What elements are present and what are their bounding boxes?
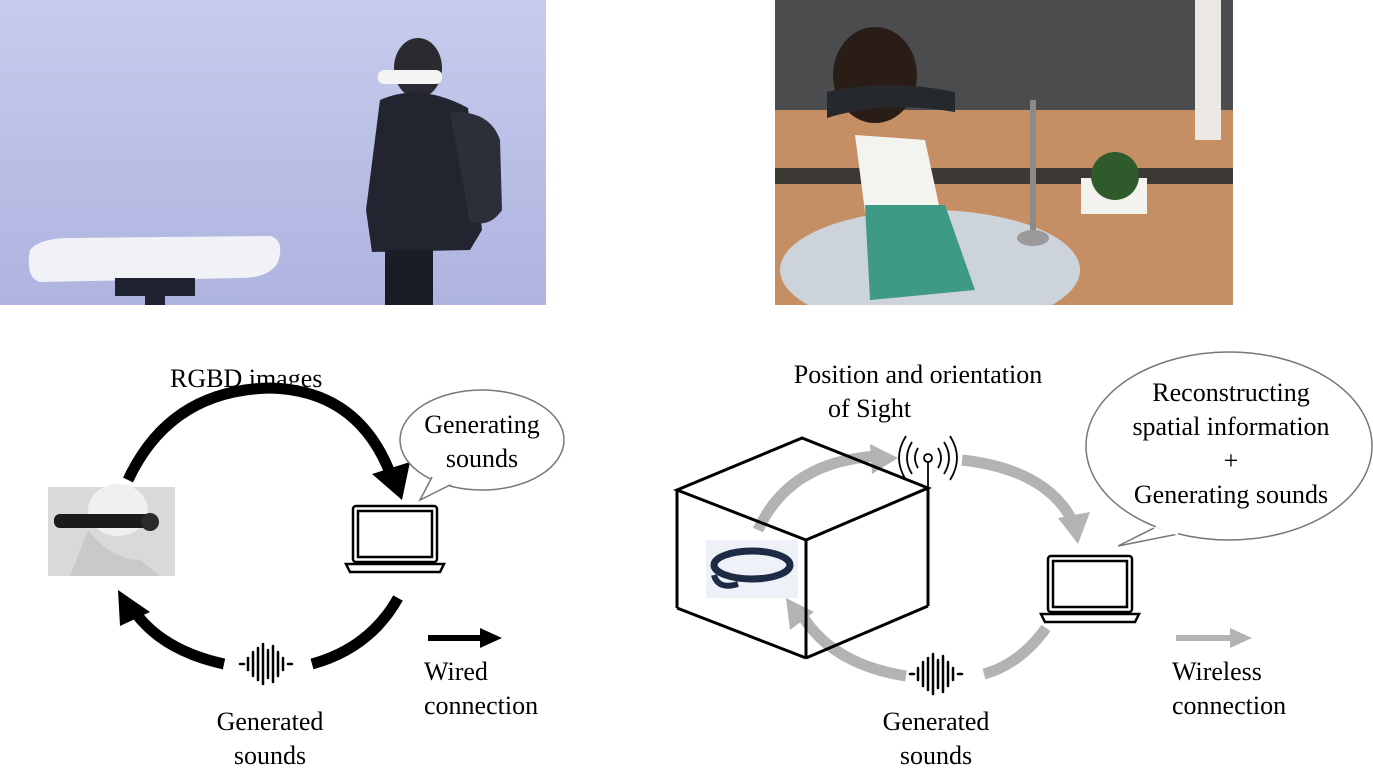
bubble-left-line2: sounds (445, 444, 519, 473)
wireless-arrowhead-top (1058, 512, 1090, 544)
wired-line2: connection (424, 691, 539, 720)
sound-arrowhead-left (118, 590, 150, 626)
wireless-line1: Wireless (1172, 657, 1262, 686)
wired-connection-label: Wired connection (424, 655, 538, 723)
laptop-icon-right (1038, 554, 1142, 624)
generated-sounds-right-line1: Generated (882, 707, 990, 736)
sound-arc-right-2 (982, 624, 1051, 680)
bubble-right-text: Reconstructing spatial information + Gen… (1090, 376, 1372, 512)
neck-device-icon (706, 540, 798, 598)
table-top (28, 236, 281, 282)
pillar (1195, 0, 1221, 140)
wireless-connection-label: Wireless connection (1172, 655, 1286, 723)
photo-left (0, 0, 546, 305)
headset (378, 70, 442, 84)
wireless-arrow-top (961, 454, 1081, 529)
wired-line1: Wired (424, 657, 488, 686)
sound-arrowhead-left-2 (786, 598, 814, 630)
backpack (450, 111, 502, 224)
position-line2: of Sight (828, 394, 912, 423)
rgbd-images-label: RGBD images (170, 364, 323, 393)
wireless-legend-arrow (1176, 628, 1252, 648)
speech-bubble-right (1085, 351, 1373, 547)
generated-sounds-right: Generated sounds (856, 705, 1016, 773)
wireless-line2: connection (1172, 691, 1287, 720)
speech-bubble-left (399, 389, 565, 502)
rgbd-arrowhead (372, 462, 410, 500)
child-shirt (855, 135, 940, 212)
photo-right-scene (775, 0, 1233, 305)
headset-icon (48, 484, 175, 576)
table-stand (115, 278, 195, 296)
laptop-icon (343, 504, 447, 574)
bubble-right-line2: spatial information (1132, 412, 1330, 441)
child-skirt (865, 205, 975, 300)
generated-sounds-right-line2: sounds (899, 741, 973, 770)
person-coat (366, 92, 482, 253)
neck-device (827, 85, 955, 118)
bubble-right-line3: + (1223, 446, 1239, 475)
generated-sounds-left-line2: sounds (233, 741, 307, 770)
rgbd-arrow (123, 382, 398, 483)
antenna-icon (898, 435, 958, 488)
sound-arc-right (310, 595, 403, 670)
bubble-right-line4: Generating sounds (1133, 480, 1329, 509)
bubble-left-text: Generating sounds (402, 408, 562, 476)
sound-wave-icon-right (908, 652, 964, 696)
position-orientation-label: Position and orientation of Sight (768, 358, 1068, 426)
sound-wave-icon (238, 642, 294, 686)
photo-right (775, 0, 1233, 305)
generated-sounds-left-line1: Generated (216, 707, 324, 736)
wired-legend-arrow (428, 628, 502, 648)
sound-arrow-left (127, 604, 226, 670)
position-arrow-left (752, 450, 881, 533)
generated-sounds-left: Generated sounds (190, 705, 350, 773)
photo-left-scene (28, 38, 502, 305)
watermelon (1091, 152, 1139, 200)
bubble-left-line1: Generating (424, 410, 540, 439)
position-line1: Position and orientation (793, 360, 1043, 389)
bubble-right-line1: Reconstructing (1152, 378, 1310, 407)
